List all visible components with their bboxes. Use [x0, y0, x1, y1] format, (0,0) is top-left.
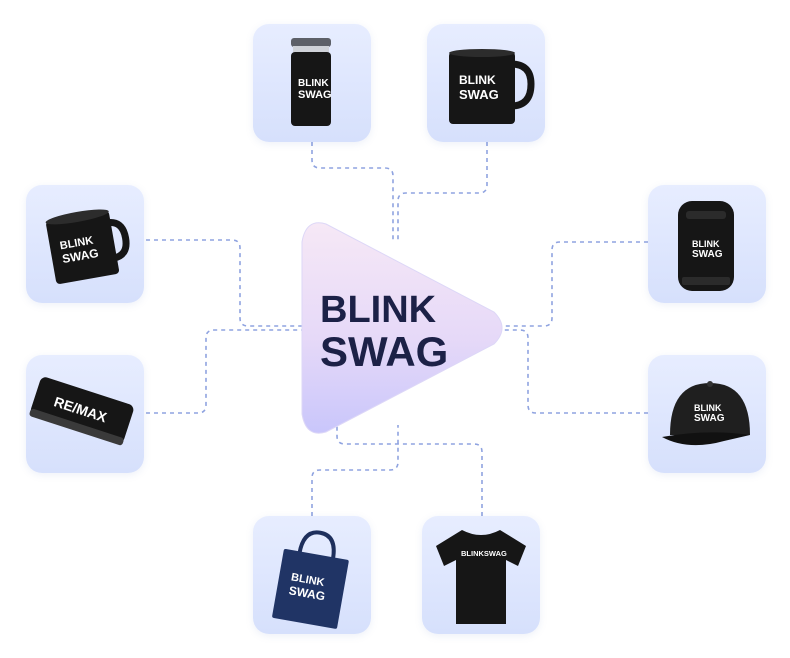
tumbler-icon: BLINK SWAG	[291, 38, 332, 126]
backpack-icon: BLINK SWAG	[678, 201, 734, 291]
mug-left-label-line2: SWAG	[61, 246, 100, 266]
connector-tote	[311, 425, 399, 516]
product-card-tshirt[interactable]: BLINKSWAG	[422, 516, 540, 634]
connector-powerbank	[146, 329, 305, 414]
tote-label-line1: BLINK	[290, 571, 325, 589]
product-card-powerbank[interactable]: RE/MAX	[26, 355, 144, 473]
powerbank-icon: RE/MAX	[29, 377, 134, 446]
tumbler-label-line1: BLINK	[298, 78, 329, 89]
product-card-tumbler[interactable]: BLINK SWAG	[253, 24, 371, 142]
tote-label-line2: SWAG	[288, 583, 327, 603]
cap-label-line2: SWAG	[694, 413, 725, 424]
hub-logo-line2: SWAG	[320, 328, 448, 375]
cap-icon: BLINK SWAG	[662, 381, 750, 446]
tote-bag-icon: BLINK SWAG	[272, 530, 349, 629]
connector-tshirt	[336, 425, 483, 516]
mug-left-label-line1: BLINK	[59, 235, 94, 253]
hub-logo-line1: BLINK	[320, 289, 437, 331]
mug-icon: BLINK SWAG	[449, 49, 535, 124]
connector-cap	[500, 329, 648, 414]
product-card-mug-top[interactable]: BLINK SWAG	[427, 24, 545, 142]
connector-mug-left	[146, 239, 305, 327]
backpack-label-line2: SWAG	[692, 249, 723, 260]
backpack-label-line1: BLINK	[692, 239, 720, 249]
product-card-cap[interactable]: BLINK SWAG	[648, 355, 766, 473]
blinkswag-hub-logo: BLINK SWAG	[298, 216, 508, 440]
mug-icon: BLINK SWAG	[45, 209, 130, 284]
connector-tumbler	[311, 142, 394, 240]
product-card-mug-left[interactable]: BLINK SWAG	[26, 185, 144, 303]
product-card-tote-bag[interactable]: BLINK SWAG	[253, 516, 371, 634]
tshirt-icon: BLINKSWAG	[436, 530, 526, 624]
play-shape	[301, 222, 503, 434]
mug-top-label-line2: SWAG	[459, 87, 499, 102]
product-card-backpack[interactable]: BLINK SWAG	[648, 185, 766, 303]
connector-mug-top	[397, 142, 488, 240]
tumbler-label-line2: SWAG	[298, 89, 332, 101]
tshirt-label: BLINKSWAG	[461, 549, 507, 558]
cap-label-line1: BLINK	[694, 403, 722, 413]
mug-top-label-line1: BLINK	[459, 73, 496, 87]
connector-backpack	[500, 241, 648, 327]
